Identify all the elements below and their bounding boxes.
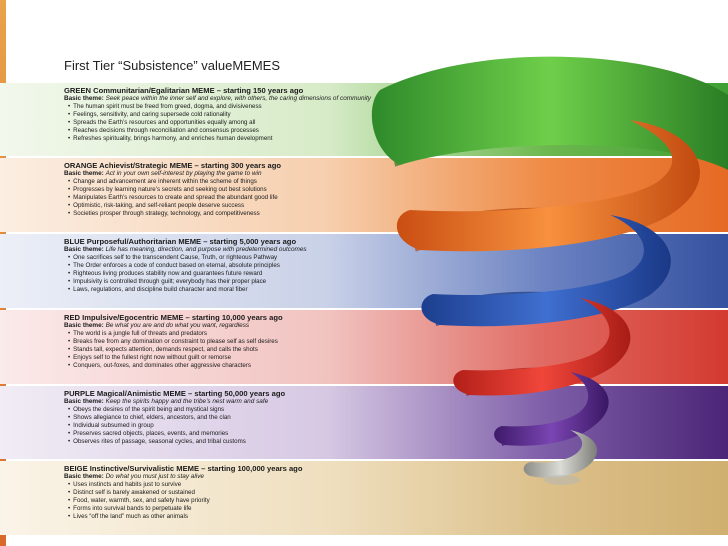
band-list: One sacrifices self to the transcendent … — [68, 254, 384, 294]
theme-label: Basic theme: — [64, 246, 104, 253]
list-item: Obeys the desires of the spirit being an… — [68, 406, 384, 414]
band-heading: BEIGE Instinctive/Survivalistic MEME – s… — [64, 464, 303, 473]
band-heading: ORANGE Achievist/Strategic MEME – starti… — [64, 161, 282, 170]
band-heading: RED Impulsive/Egocentric MEME – starting… — [64, 313, 283, 322]
list-item: Progresses by learning nature’s secrets … — [68, 186, 384, 194]
band-list: Obeys the desires of the spirit being an… — [68, 406, 384, 446]
band-heading: BLUE Purposeful/Authoritarian MEME – sta… — [64, 237, 297, 246]
list-item: Enjoys self to the fullest right now wit… — [68, 354, 384, 362]
band-blue: BLUE Purposeful/Authoritarian MEME – sta… — [0, 234, 728, 308]
band-orange: ORANGE Achievist/Strategic MEME – starti… — [0, 158, 728, 232]
list-item: Forms into survival bands to perpetuate … — [68, 505, 384, 513]
list-item: Distinct self is barely awakened or sust… — [68, 489, 384, 497]
list-item: Uses instincts and habits just to surviv… — [68, 481, 384, 489]
theme-text: Keep the spirits happy and the tribe’s n… — [105, 398, 269, 405]
band-red-content: RED Impulsive/Egocentric MEME – starting… — [64, 313, 384, 370]
theme-text: Do what you must just to stay alive — [105, 473, 204, 480]
basic-theme: Basic theme: Do what you must just to st… — [64, 473, 384, 481]
list-item: Individual subsumed in group — [68, 422, 384, 430]
list-item: Observes rites of passage, seasonal cycl… — [68, 438, 384, 446]
band-list: The human spirit must be freed from gree… — [68, 103, 384, 143]
band-beige-content: BEIGE Instinctive/Survivalistic MEME – s… — [64, 464, 384, 521]
list-item: Spreads the Earth’s resources and opport… — [68, 119, 384, 127]
list-item: Breaks free from any domination or const… — [68, 338, 384, 346]
list-item: Optimistic, risk-taking, and self-relian… — [68, 202, 384, 210]
list-item: Food, water, warmth, sex, and safety hav… — [68, 497, 384, 505]
band-heading: PURPLE Magical/Animistic MEME – starting… — [64, 389, 286, 398]
band-orange-content: ORANGE Achievist/Strategic MEME – starti… — [64, 161, 384, 218]
theme-label: Basic theme: — [64, 322, 104, 329]
list-item: Conquers, out-foxes, and dominates other… — [68, 362, 384, 370]
list-item: Shows allegiance to chief, elders, ances… — [68, 414, 384, 422]
theme-text: Seek peace within the inner self and exp… — [105, 95, 371, 102]
list-item: The human spirit must be freed from gree… — [68, 103, 384, 111]
list-item: One sacrifices self to the transcendent … — [68, 254, 384, 262]
theme-text: Act in your own self-interest by playing… — [105, 170, 262, 177]
band-blue-content: BLUE Purposeful/Authoritarian MEME – sta… — [64, 237, 384, 294]
list-item: Refreshes spirituality, brings harmony, … — [68, 135, 384, 143]
band-green: GREEN Communitarian/Egalitarian MEME – s… — [0, 83, 728, 156]
list-item: Reaches decisions through reconciliation… — [68, 127, 384, 135]
list-item: Preserves sacred objects, places, events… — [68, 430, 384, 438]
list-item: Change and advancement are inherent with… — [68, 178, 384, 186]
band-green-content: GREEN Communitarian/Egalitarian MEME – s… — [64, 86, 384, 143]
band-purple: PURPLE Magical/Animistic MEME – starting… — [0, 386, 728, 459]
list-item: The Order enforces a code of conduct bas… — [68, 262, 384, 270]
list-item: Laws, regulations, and discipline build … — [68, 286, 384, 294]
list-item: Feelings, sensitivity, and caring supers… — [68, 111, 384, 119]
basic-theme: Basic theme: Keep the spirits happy and … — [64, 398, 384, 406]
basic-theme: Basic theme: Seek peace within the inner… — [64, 95, 384, 103]
band-heading: GREEN Communitarian/Egalitarian MEME – s… — [64, 86, 304, 95]
band-list: Uses instincts and habits just to surviv… — [68, 481, 384, 521]
theme-label: Basic theme: — [64, 473, 104, 480]
basic-theme: Basic theme: Act in your own self-intere… — [64, 170, 384, 178]
list-item: Impulsivity is controlled through guilt;… — [68, 278, 384, 286]
theme-text: Be what you are and do what you want, re… — [105, 322, 250, 329]
basic-theme: Basic theme: Be what you are and do what… — [64, 322, 384, 330]
list-item: Stands tall, expects attention, demands … — [68, 346, 384, 354]
band-beige: BEIGE Instinctive/Survivalistic MEME – s… — [0, 461, 728, 535]
theme-label: Basic theme: — [64, 398, 104, 405]
list-item: Manipulates Earth’s resources to create … — [68, 194, 384, 202]
band-list: Change and advancement are inherent with… — [68, 178, 384, 218]
theme-label: Basic theme: — [64, 170, 104, 177]
band-purple-content: PURPLE Magical/Animistic MEME – starting… — [64, 389, 384, 446]
band-red: RED Impulsive/Egocentric MEME – starting… — [0, 310, 728, 384]
list-item: The world is a jungle full of threats an… — [68, 330, 384, 338]
list-item: Righteous living produces stability now … — [68, 270, 384, 278]
band-list: The world is a jungle full of threats an… — [68, 330, 384, 370]
list-item: Societies prosper through strategy, tech… — [68, 210, 384, 218]
theme-text: Life has meaning, direction, and purpose… — [105, 246, 307, 253]
slide-title: First Tier “Subsistence” valueMEMES — [64, 58, 281, 73]
list-item: Lives “off the land” much as other anima… — [68, 513, 384, 521]
basic-theme: Basic theme: Life has meaning, direction… — [64, 246, 384, 254]
theme-label: Basic theme: — [64, 95, 104, 102]
